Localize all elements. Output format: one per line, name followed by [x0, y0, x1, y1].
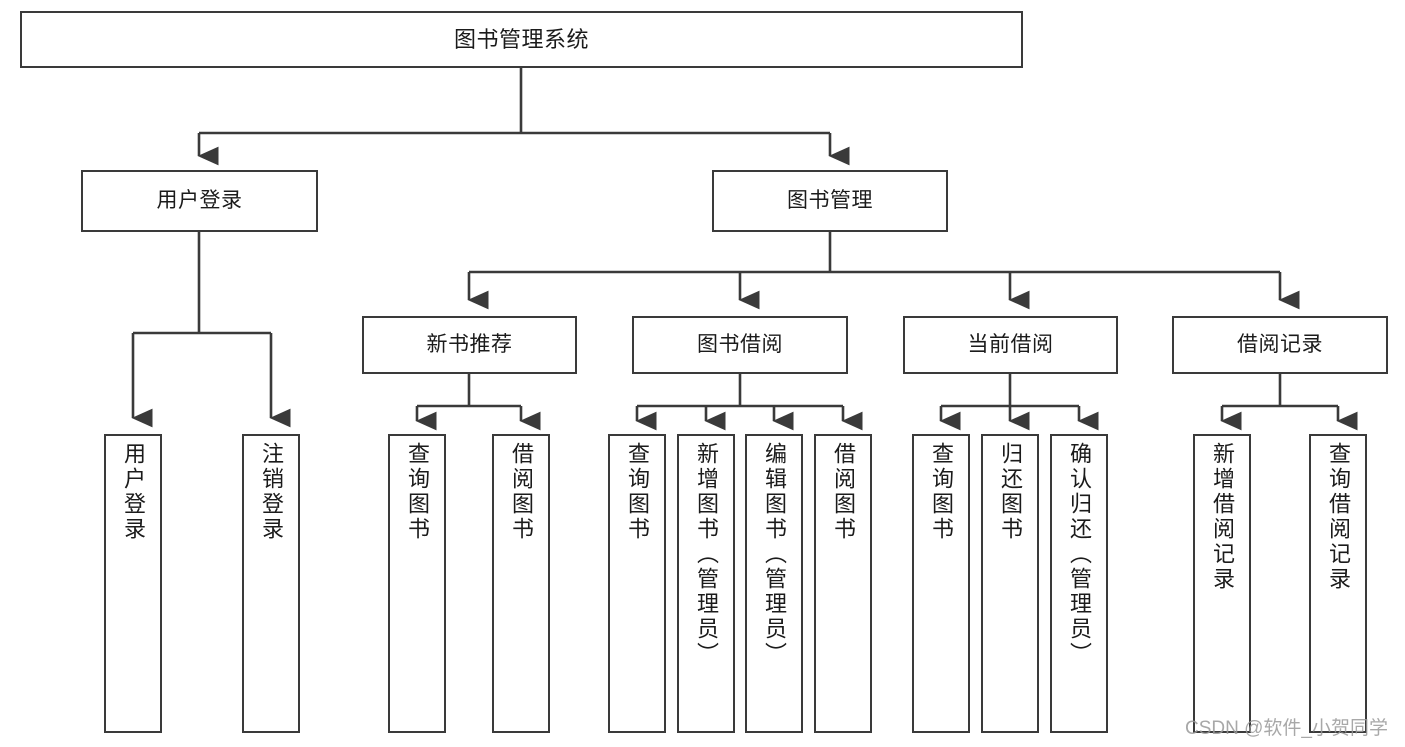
node-label: 图书管理	[787, 189, 873, 213]
node-borrow-record[interactable]: 借阅记录	[1172, 316, 1388, 374]
node-label: 图书管理系统	[453, 26, 589, 52]
leaf-confirm-return-admin[interactable]: 确认归还（管理员）	[1050, 434, 1108, 733]
node-user-login[interactable]: 用户登录	[81, 170, 318, 232]
node-label: 查询图书	[625, 442, 650, 542]
node-label: 图书借阅	[697, 333, 783, 357]
node-label: 查询图书	[929, 442, 954, 542]
leaf-borrow-book[interactable]: 借阅图书	[814, 434, 872, 733]
node-label: 编辑图书（管理员）	[762, 442, 787, 667]
node-label: 新书推荐	[426, 333, 513, 357]
node-label: 借阅图书	[509, 442, 534, 542]
node-label: 用户登录	[121, 442, 146, 542]
csdn-watermark: CSDN @软件_小贺同学	[1185, 718, 1388, 739]
leaf-edit-book-admin[interactable]: 编辑图书（管理员）	[745, 434, 803, 733]
leaf-borrow-book-recommend[interactable]: 借阅图书	[492, 434, 550, 733]
node-label: 新增图书（管理员）	[694, 442, 719, 667]
leaf-user-login[interactable]: 用户登录	[104, 434, 162, 733]
node-label: 注销登录	[259, 442, 284, 542]
leaf-query-book-recommend[interactable]: 查询图书	[388, 434, 446, 733]
leaf-query-borrow-record[interactable]: 查询借阅记录	[1309, 434, 1367, 733]
node-label: 归还图书	[998, 442, 1023, 542]
node-label: 用户登录	[156, 189, 243, 213]
leaf-logout[interactable]: 注销登录	[242, 434, 300, 733]
node-label: 确认归还（管理员）	[1067, 442, 1092, 667]
node-label: 当前借阅	[967, 333, 1054, 357]
leaf-query-book-borrow[interactable]: 查询图书	[608, 434, 666, 733]
leaf-add-borrow-record[interactable]: 新增借阅记录	[1193, 434, 1251, 733]
node-label: 新增借阅记录	[1210, 442, 1235, 592]
node-label: 查询借阅记录	[1326, 442, 1351, 592]
node-book-borrow[interactable]: 图书借阅	[632, 316, 848, 374]
node-label: 借阅记录	[1237, 333, 1323, 357]
node-root-system[interactable]: 图书管理系统	[20, 11, 1023, 68]
leaf-add-book-admin[interactable]: 新增图书（管理员）	[677, 434, 735, 733]
node-new-book-recommend[interactable]: 新书推荐	[362, 316, 577, 374]
leaf-return-book[interactable]: 归还图书	[981, 434, 1039, 733]
leaf-query-book-current[interactable]: 查询图书	[912, 434, 970, 733]
node-label: 查询图书	[405, 442, 430, 542]
node-label: 借阅图书	[831, 442, 856, 542]
node-book-management[interactable]: 图书管理	[712, 170, 948, 232]
node-current-borrow[interactable]: 当前借阅	[903, 316, 1118, 374]
